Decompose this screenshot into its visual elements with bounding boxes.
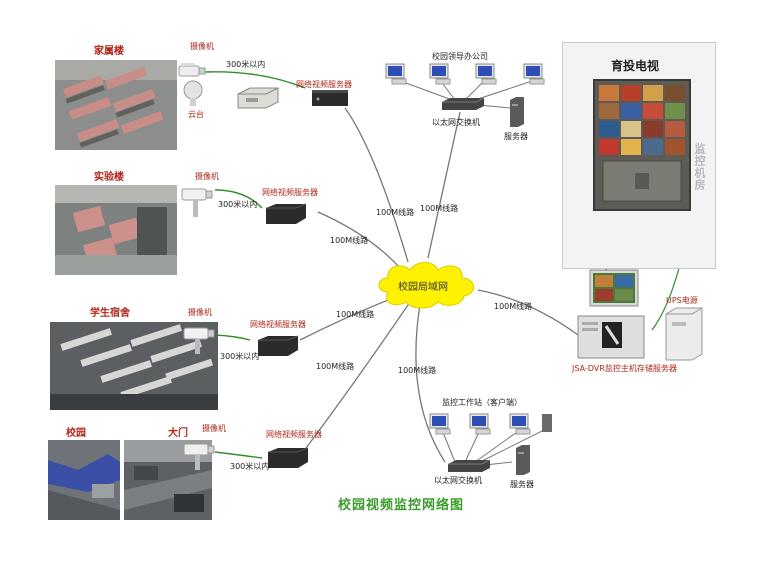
distance-label: 300米以内 <box>230 462 270 471</box>
lab-building-label: 实验楼 <box>94 172 124 183</box>
server-icon <box>540 412 554 434</box>
lab-building-photo <box>55 185 177 275</box>
dvr-server-icon <box>576 314 648 360</box>
pan-tilt-label: 云台 <box>188 110 204 119</box>
switch-label: 以太网交换机 <box>432 118 480 127</box>
dvr-monitor-icon <box>588 268 642 312</box>
dvr-label: JSA-DVR监控主机存储服务器 <box>572 364 677 373</box>
distance-label: 300米以内 <box>218 200 258 209</box>
pan-tilt-icon <box>182 80 204 106</box>
ups-icon <box>664 306 704 362</box>
dorm-building-label: 学生宿舍 <box>90 308 130 319</box>
pc-icon <box>508 412 534 436</box>
camera-icon <box>182 438 216 472</box>
workstation-label: 监控工作站（客户端） <box>442 398 522 407</box>
diagram-caption: 校园视频监控网络图 <box>338 498 465 513</box>
video-server-icon <box>254 334 300 358</box>
video-server-icon <box>262 202 308 226</box>
pc-icon <box>468 412 494 436</box>
camera-icon <box>182 322 216 356</box>
ups-label: UPS电源 <box>666 296 698 305</box>
campus-lan-cloud: 校园局域网 <box>372 258 484 310</box>
switch-label: 以太网交换机 <box>434 476 482 485</box>
pc-icon <box>428 412 454 436</box>
distance-label: 300米以内 <box>220 352 260 361</box>
tv-wall-label: 育投电视 <box>611 59 660 73</box>
switch-icon <box>440 96 486 112</box>
link-label: 100M线路 <box>376 208 415 217</box>
monitoring-room-panel: 育投电视 监控机房 <box>562 42 716 269</box>
pc-icon <box>522 62 548 86</box>
video-server-label: 网络视频服务器 <box>250 320 306 329</box>
gate-label: 大门 <box>168 428 188 439</box>
server-icon <box>508 96 526 128</box>
camera-label: 摄像机 <box>188 308 212 317</box>
switch-icon <box>446 458 492 474</box>
decoder-icon <box>236 86 280 110</box>
link-label: 100M线路 <box>316 362 355 371</box>
link-label: 100M线路 <box>336 310 375 319</box>
server-label: 服务器 <box>504 132 528 141</box>
camera-icon <box>177 60 207 80</box>
office-label: 校园领导办公司 <box>432 52 488 61</box>
pc-icon <box>428 62 454 86</box>
server-icon <box>514 444 532 476</box>
campus-photo <box>48 440 120 520</box>
camera-icon <box>180 185 214 219</box>
video-server-label: 网络视频服务器 <box>266 430 322 439</box>
link-label: 100M线路 <box>330 236 369 245</box>
video-server-label: 网络视频服务器 <box>296 80 352 89</box>
server-label: 服务器 <box>510 480 534 489</box>
video-server-icon <box>310 88 350 110</box>
campus-label: 校园 <box>66 428 86 439</box>
link-label: 100M线路 <box>420 204 459 213</box>
lan-label: 校园局域网 <box>398 282 448 293</box>
link-label: 100M线路 <box>398 366 437 375</box>
link-label: 100M线路 <box>494 302 533 311</box>
family-building-photo <box>55 60 177 150</box>
video-server-label: 网络视频服务器 <box>262 188 318 197</box>
pc-icon <box>474 62 500 86</box>
monitor-room-label: 监控机房 <box>693 143 706 191</box>
camera-label: 摄像机 <box>195 172 219 181</box>
video-server-icon <box>264 446 310 470</box>
pc-icon <box>384 62 410 86</box>
distance-label: 300米以内 <box>226 60 266 69</box>
video-wall <box>593 79 691 211</box>
camera-label: 摄像机 <box>202 424 226 433</box>
camera-label: 摄像机 <box>190 42 214 51</box>
family-building-label: 家属楼 <box>94 46 124 57</box>
